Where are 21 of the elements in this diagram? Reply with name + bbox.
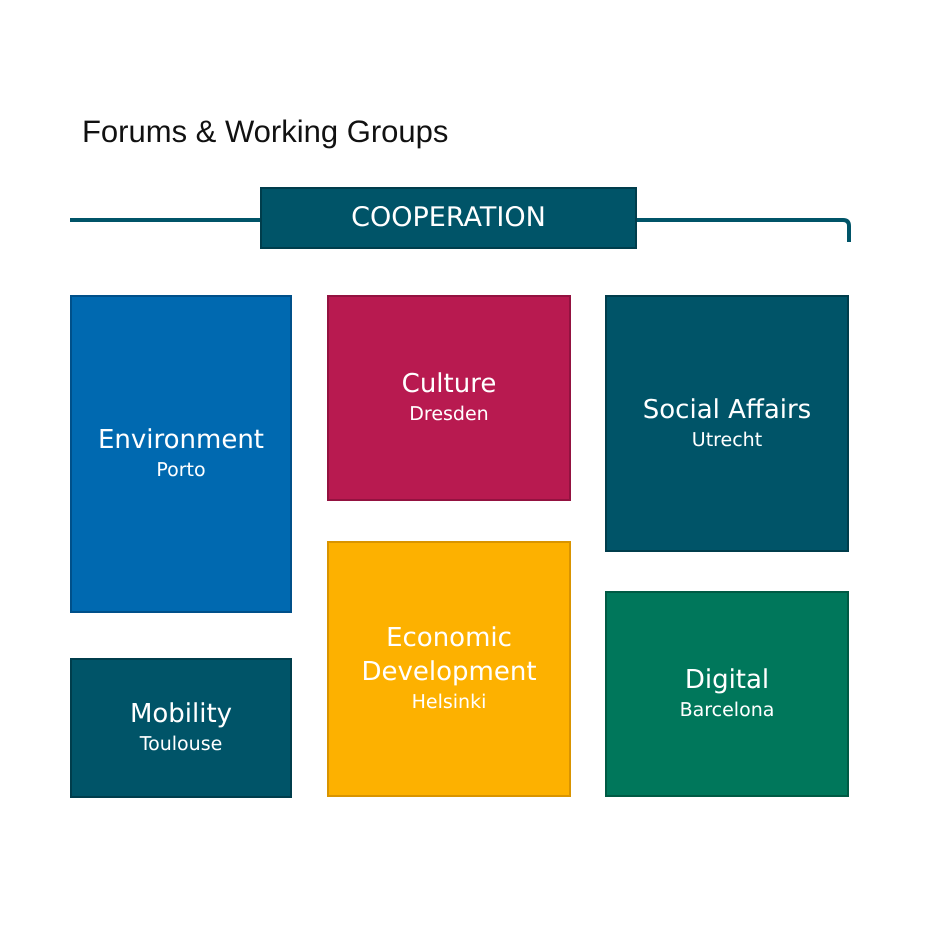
city-name: Helsinki (412, 690, 486, 715)
group-box (70, 295, 292, 613)
group-box (70, 658, 292, 798)
group-name: Social Affairs (642, 394, 812, 427)
city-name: Utrecht (692, 428, 762, 453)
group-name: Environment (96, 424, 266, 458)
header-banner (260, 187, 637, 249)
group-name: Mobility (128, 698, 234, 732)
city-name: Porto (156, 458, 206, 484)
group-name: COOPERATION (350, 201, 547, 236)
city-name: Toulouse (140, 732, 222, 758)
diagram-title: Forums & Working Groups (82, 114, 448, 150)
group-box (327, 541, 571, 797)
group-box (605, 295, 849, 552)
city-name: Dresden (409, 402, 489, 428)
group-box (605, 591, 849, 797)
group-name: Economic Development (360, 622, 538, 690)
group-box (327, 295, 571, 501)
group-name: Digital (684, 664, 770, 698)
city-name: Barcelona (680, 698, 774, 724)
group-name: Culture (400, 368, 498, 402)
